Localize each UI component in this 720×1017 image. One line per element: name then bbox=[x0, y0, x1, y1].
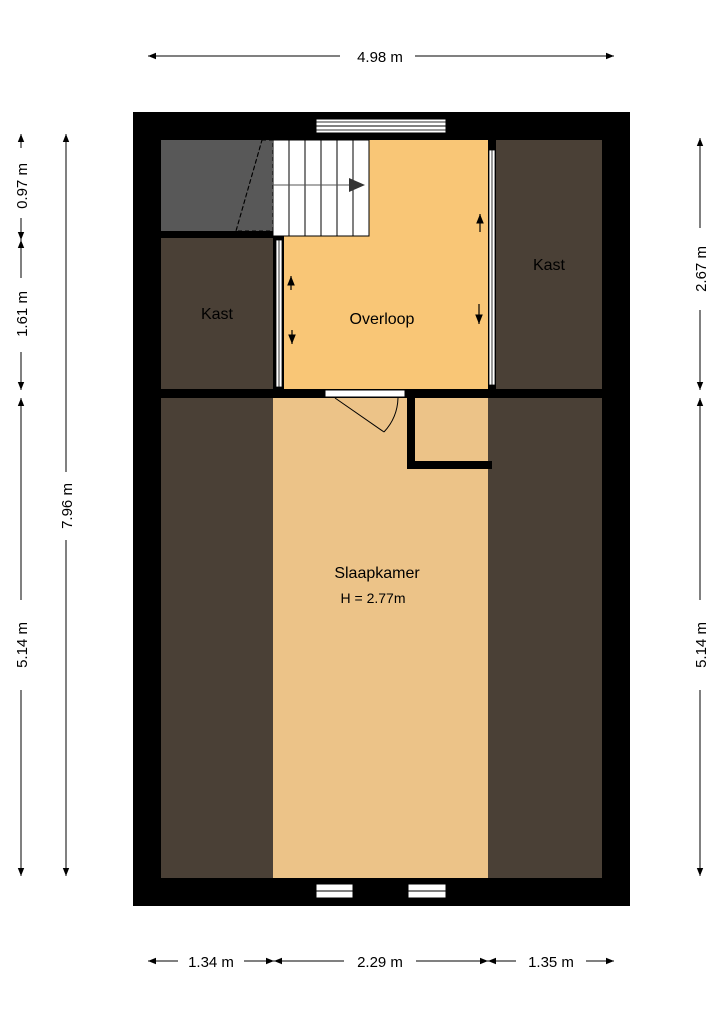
sliding-door-kast-right bbox=[488, 149, 496, 386]
stair-direction-arrow-icon bbox=[349, 178, 365, 192]
svg-text:4.98 m: 4.98 m bbox=[357, 49, 403, 66]
window-bottom-left bbox=[315, 883, 354, 899]
window-top bbox=[315, 118, 447, 134]
dim-left-top: 0.97 m bbox=[14, 163, 31, 209]
label-overloop: Overloop bbox=[350, 311, 415, 328]
label-slaapkamer: Slaapkamer bbox=[334, 565, 420, 582]
attic-right-area bbox=[488, 398, 602, 878]
dim-right-top: 2.67 m bbox=[693, 246, 710, 292]
dim-left-mid: 1.61 m bbox=[14, 291, 31, 337]
label-kast-left: Kast bbox=[201, 306, 234, 323]
staircase bbox=[235, 139, 370, 237]
kast-right-room bbox=[496, 140, 602, 389]
dim-left-total: 7.96 m bbox=[59, 483, 76, 529]
sliding-door-kast-left bbox=[275, 239, 283, 388]
label-slaapkamer-height: H = 2.77m bbox=[341, 590, 406, 606]
dimension-top: 4.98 m bbox=[148, 49, 614, 66]
kast-left-room bbox=[161, 238, 273, 389]
door-slaapkamer bbox=[324, 389, 406, 433]
wall-closet-horizontal bbox=[407, 461, 492, 469]
sliding-arrows bbox=[287, 214, 484, 344]
dim-right-bottom: 5.14 m bbox=[693, 622, 710, 668]
dim-bottom-left: 1.34 m bbox=[188, 954, 234, 971]
wall-closet-vertical bbox=[407, 398, 415, 468]
dim-left-bottom: 5.14 m bbox=[14, 622, 31, 668]
label-kast-right: Kast bbox=[533, 257, 566, 274]
wall-stair-bottom bbox=[161, 231, 281, 238]
dim-bottom-right: 1.35 m bbox=[528, 954, 574, 971]
window-bottom-right bbox=[407, 883, 447, 899]
closet-inner bbox=[415, 398, 488, 461]
attic-left-area bbox=[161, 398, 273, 878]
dim-bottom-middle: 2.29 m bbox=[357, 954, 403, 971]
slaapkamer-room bbox=[273, 398, 488, 878]
